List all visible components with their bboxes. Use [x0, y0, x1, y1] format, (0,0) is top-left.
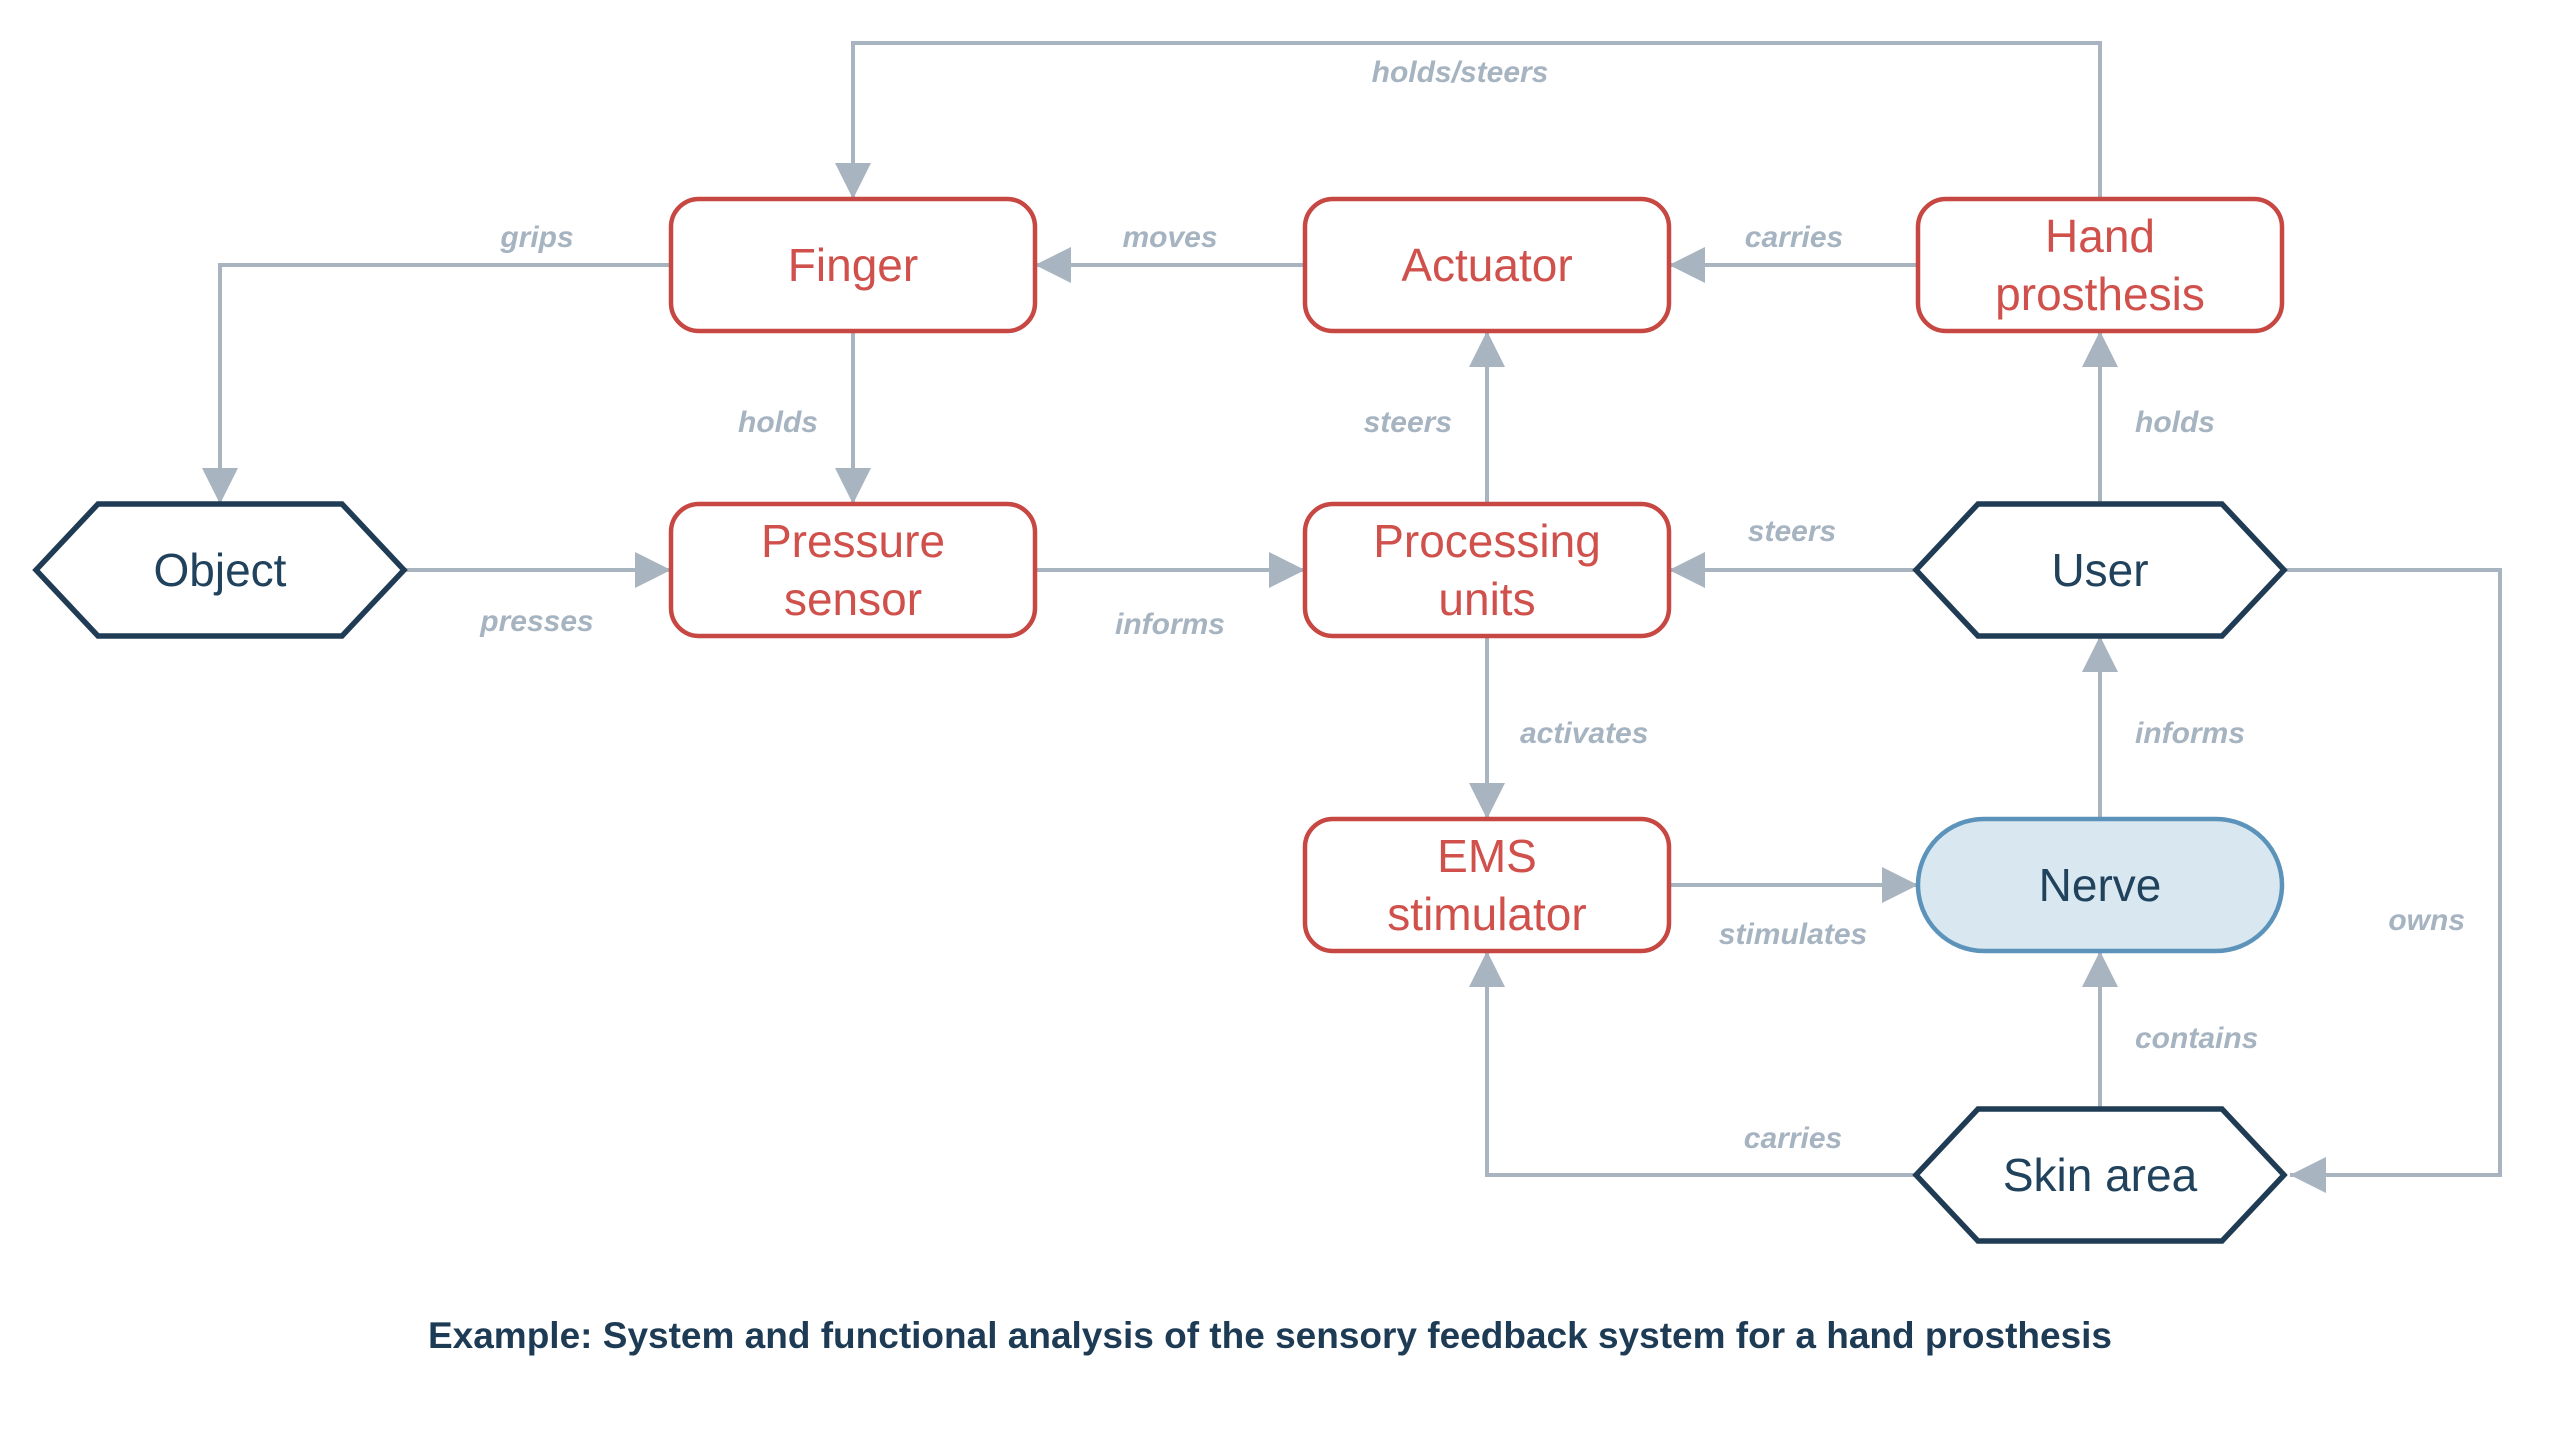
pressure-sensor-label-line2: sensor: [784, 573, 922, 625]
edge-label-informs-nerve-user: informs: [2135, 717, 2245, 750]
finger-box: [668, 196, 1038, 334]
nerve-stadium: [1915, 816, 2285, 954]
edges: holds/steers grips moves carries holds s…: [202, 41, 2502, 1193]
processing-units-label-line2: units: [1438, 573, 1535, 625]
edge-label-steers-processing-actuator: steers: [1364, 406, 1452, 439]
edge-label-carries-skin-stimulator: carries: [1744, 1122, 1842, 1155]
processing-units-box: [1302, 501, 1672, 639]
diagram-caption: Example: System and functional analysis …: [428, 1315, 2112, 1356]
ems-stimulator-label-line2: stimulator: [1387, 888, 1586, 940]
edge-label-carries-prosthesis-actuator: carries: [1745, 221, 1843, 254]
node-pressure-sensor: Pressure sensor: [668, 501, 1038, 639]
actuator-box: [1302, 196, 1672, 334]
object-hexagon: [32, 501, 408, 639]
edge-label-holds-finger-sensor: holds: [738, 406, 818, 439]
edge-label-owns: owns: [2388, 904, 2465, 937]
object-label: Object: [154, 544, 287, 596]
user-hexagon: [1912, 501, 2288, 639]
node-object: Object: [32, 501, 408, 639]
hand-prosthesis-box: [1915, 196, 2285, 334]
edge-owns: [2284, 568, 2502, 1193]
nerve-label: Nerve: [2039, 859, 2162, 911]
node-actuator: Actuator: [1302, 196, 1672, 334]
skin-area-hexagon: [1912, 1106, 2288, 1244]
edge-label-moves: moves: [1122, 221, 1217, 254]
edge-label-steers-user-processing: steers: [1748, 515, 1836, 548]
edge-label-presses: presses: [479, 605, 593, 638]
node-ems-stimulator: EMS stimulator: [1302, 816, 1672, 954]
edge-label-grips: grips: [499, 221, 573, 254]
node-finger: Finger: [668, 196, 1038, 334]
finger-label: Finger: [788, 239, 918, 291]
node-processing-units: Processing units: [1302, 501, 1672, 639]
node-skin-area: Skin area: [1912, 1106, 2288, 1244]
node-user: User: [1912, 501, 2288, 639]
edge-carries-skin-stimulator: [1469, 951, 1916, 1177]
skin-area-label: Skin area: [2003, 1149, 2198, 1201]
edge-label-stimulates: stimulates: [1719, 918, 1867, 951]
pressure-sensor-label-line1: Pressure: [761, 515, 945, 567]
edge-holds-steers: [835, 41, 2102, 199]
user-label: User: [2051, 544, 2148, 596]
hand-prosthesis-label-line2: prosthesis: [1995, 268, 2205, 320]
edge-label-contains: contains: [2135, 1022, 2258, 1055]
node-nerve: Nerve: [1915, 816, 2285, 954]
nodes: Finger Actuator Hand prosthesis Object P…: [32, 196, 2288, 1244]
edge-label-holds-steers: holds/steers: [1372, 56, 1549, 89]
hand-prosthesis-label-line1: Hand: [2045, 210, 2155, 262]
node-hand-prosthesis: Hand prosthesis: [1915, 196, 2285, 334]
ems-stimulator-label-line1: EMS: [1437, 830, 1537, 882]
edge-label-activates: activates: [1520, 717, 1648, 750]
edge-label-holds-user-prosthesis: holds: [2135, 406, 2215, 439]
processing-units-label-line1: Processing: [1373, 515, 1601, 567]
actuator-label: Actuator: [1401, 239, 1572, 291]
ems-stimulator-box: [1302, 816, 1672, 954]
pressure-sensor-box: [668, 501, 1038, 639]
edge-label-informs-sensor-processing: informs: [1115, 608, 1225, 641]
edge-grips: [202, 263, 671, 504]
